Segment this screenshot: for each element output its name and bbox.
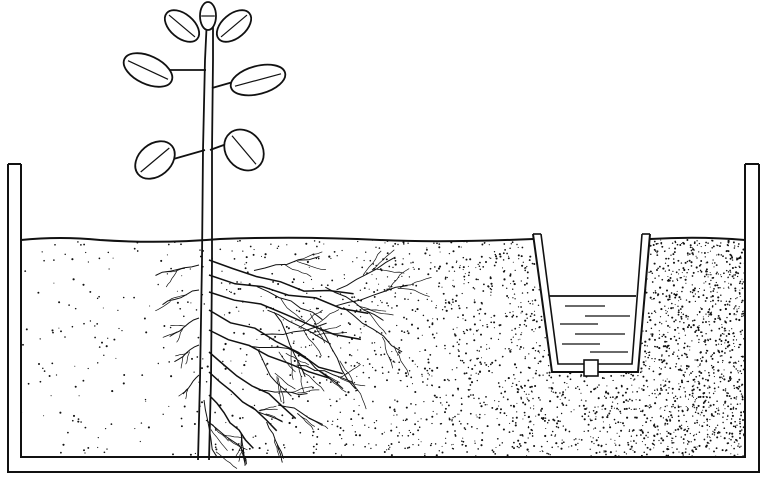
container: [8, 164, 759, 472]
root: [338, 364, 360, 377]
soil-surface-line-right: [650, 238, 745, 240]
root: [309, 418, 329, 428]
root: [394, 346, 409, 376]
root: [268, 310, 331, 344]
root: [179, 389, 188, 396]
root: [298, 390, 320, 393]
root: [337, 257, 396, 290]
root: [284, 264, 311, 277]
root: [170, 318, 199, 337]
root: [336, 286, 407, 306]
root: [166, 270, 177, 287]
root: [216, 452, 237, 469]
root: [259, 406, 277, 411]
root: [320, 327, 355, 389]
root: [279, 352, 296, 372]
root: [340, 361, 356, 389]
root: [367, 311, 386, 334]
root: [163, 290, 200, 305]
root: [382, 337, 392, 368]
water-pot-drain-plug: [584, 360, 598, 376]
root: [267, 422, 284, 459]
root: [247, 405, 283, 422]
root: [254, 257, 320, 271]
root: [177, 328, 183, 342]
root: [155, 301, 170, 310]
root: [398, 288, 430, 296]
root: [209, 372, 277, 431]
root: [297, 261, 326, 269]
root: [209, 310, 343, 374]
root: [170, 326, 186, 327]
soil-surface-line: [21, 238, 533, 242]
water-pot: [533, 234, 650, 376]
root: [374, 269, 404, 273]
